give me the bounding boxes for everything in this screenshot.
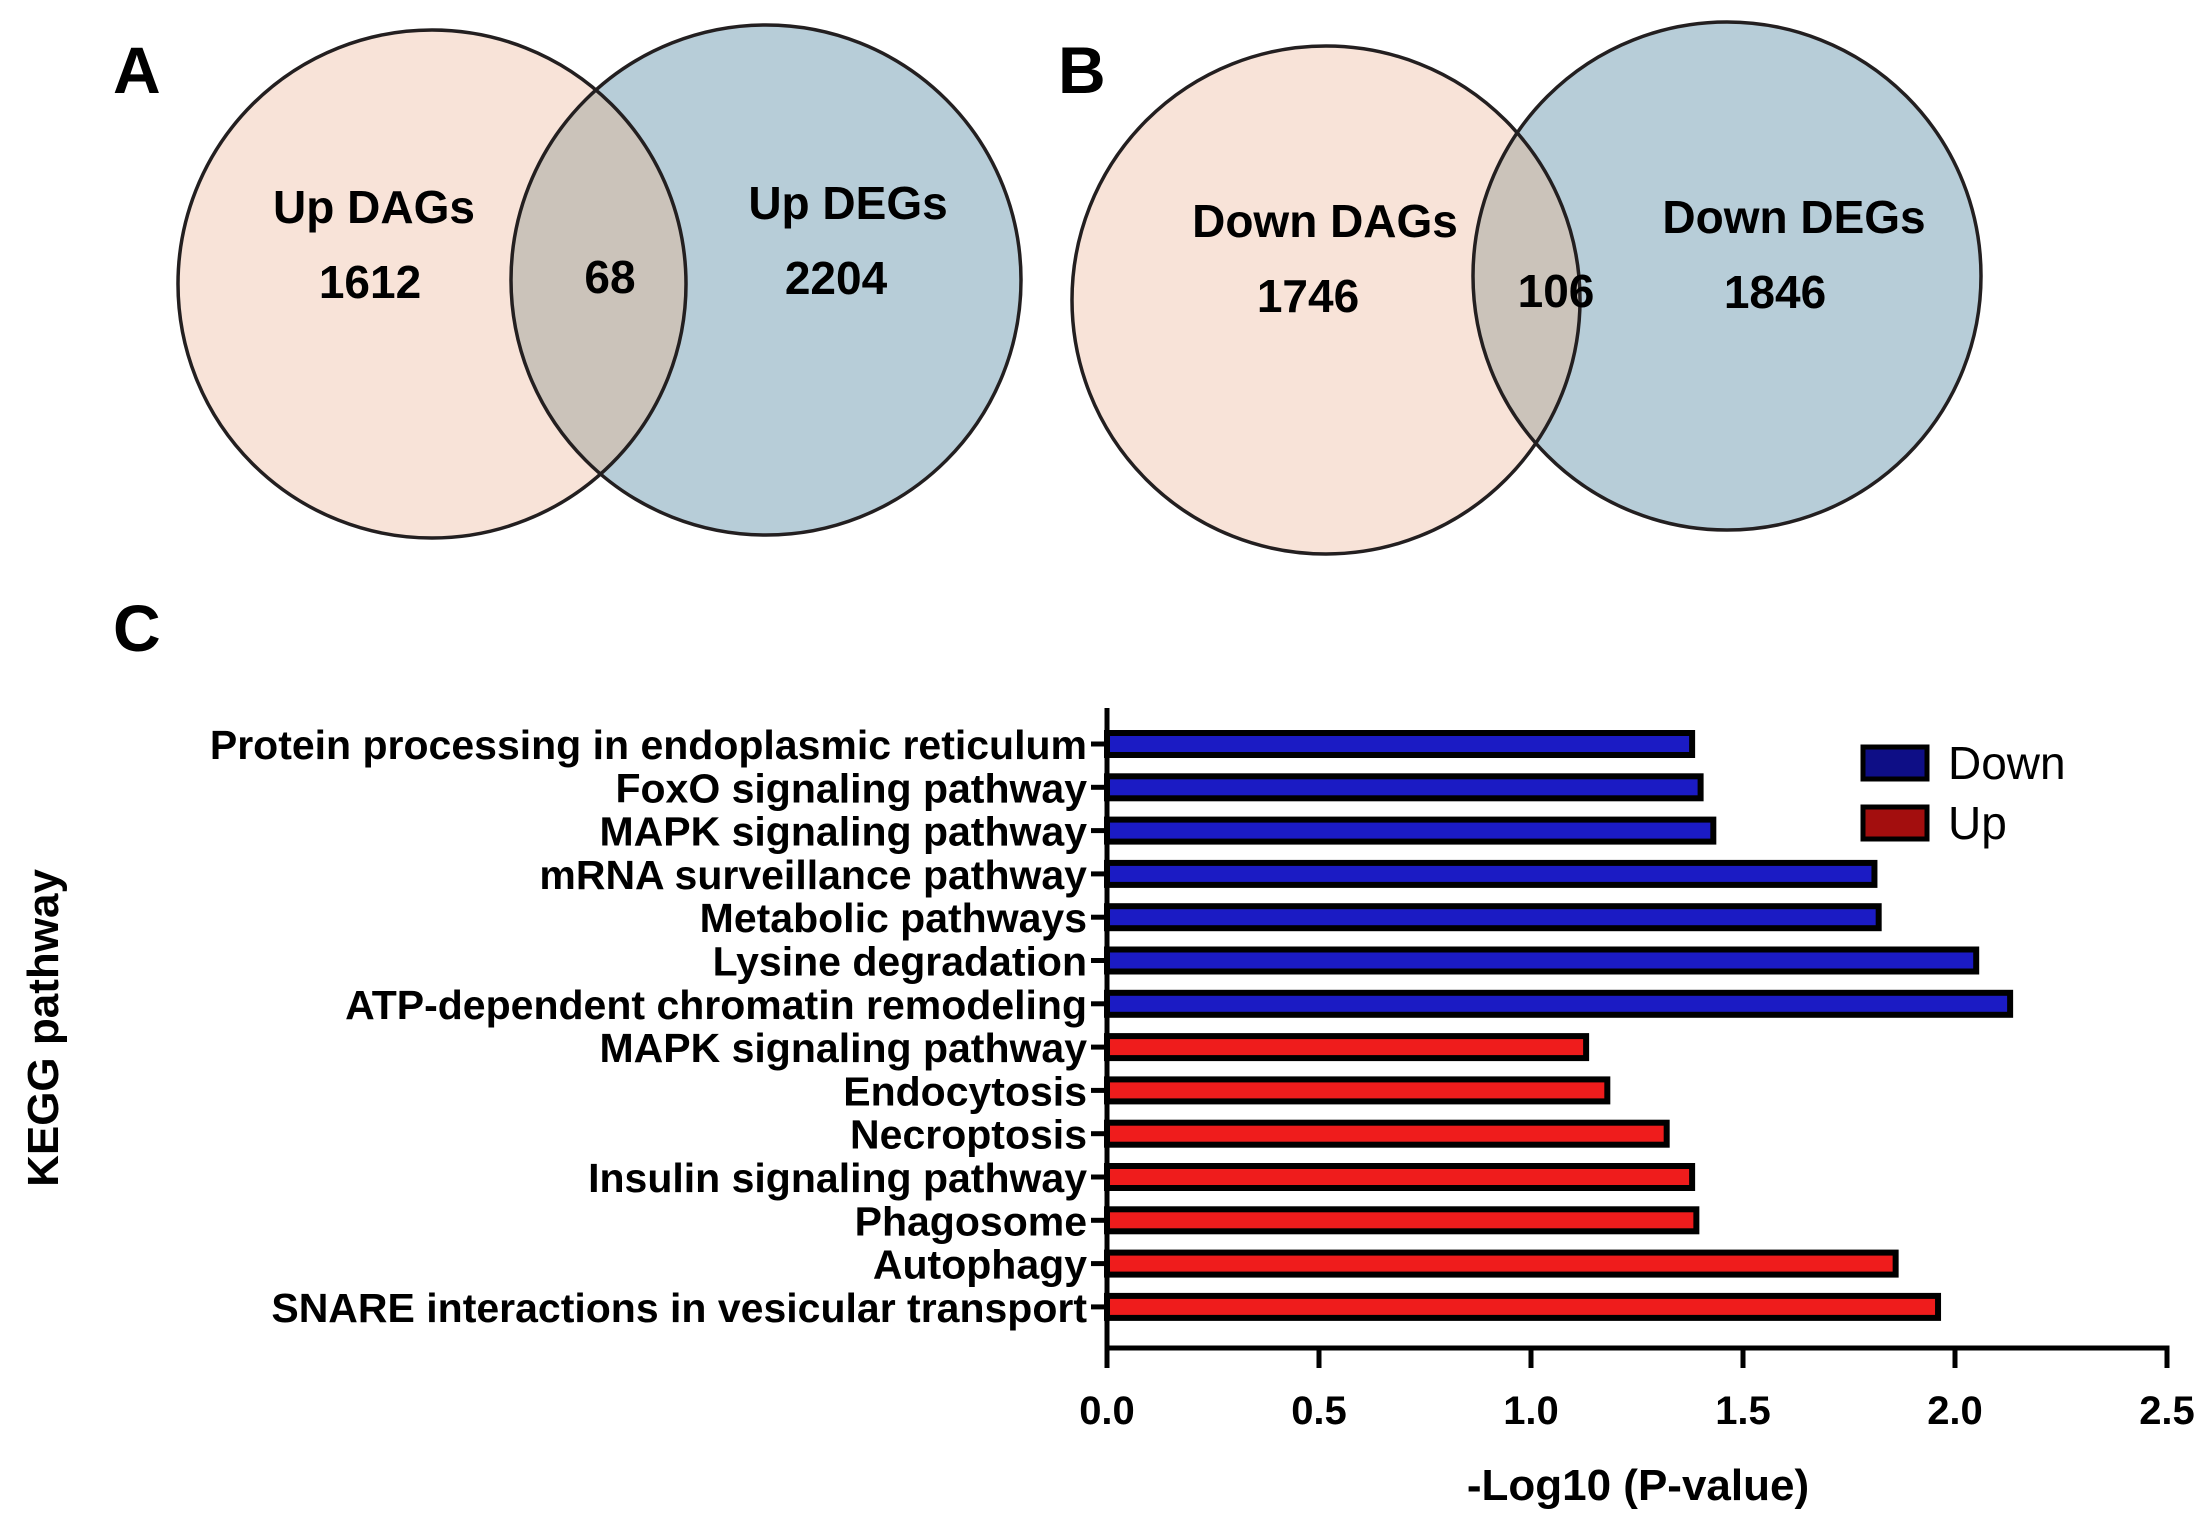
venn-b-left-label: Down DAGs: [1192, 195, 1458, 247]
panel-letter-c: C: [113, 591, 161, 665]
venn-b: Down DAGs 1746 106 Down DEGs 1846: [1070, 20, 1983, 556]
bar: [1104, 1119, 1670, 1148]
y-tick-label: Lysine degradation: [713, 939, 1087, 985]
y-tick-label: ATP-dependent chromatin remodeling: [345, 982, 1087, 1028]
venn-a-right-outline: [509, 23, 1023, 537]
x-tick-label: 2.0: [1927, 1389, 1983, 1433]
venn-b-overlap-count: 106: [1518, 265, 1595, 317]
venn-a: Up DAGs 1612 68 Up DEGs 2204: [176, 23, 1023, 540]
bar: [1104, 1163, 1696, 1191]
venn-a-overlap: [511, 30, 686, 535]
y-tick-label: MAPK signaling pathway: [600, 1025, 1088, 1071]
legend-swatch: [1860, 804, 1930, 842]
y-tick-label: Endocytosis: [843, 1068, 1087, 1114]
bar: [1104, 946, 1980, 975]
x-tick-label: 1.0: [1503, 1389, 1559, 1433]
bar: [1104, 1076, 1611, 1105]
venn-b-right-outline: [1471, 20, 1983, 532]
x-tick-label: 0.0: [1079, 1389, 1135, 1433]
y-tick-label: FoxO signaling pathway: [615, 765, 1087, 811]
venn-b-left-count: 1746: [1257, 270, 1359, 322]
kegg-bar-chart: Protein processing in endoplasmic reticu…: [19, 708, 2195, 1510]
bar: [1104, 903, 1882, 932]
venn-b-right-label: Down DEGs: [1662, 191, 1925, 243]
y-tick-label: Phagosome: [855, 1198, 1087, 1244]
bar: [1104, 1206, 1700, 1235]
venn-b-left-circle: [1072, 46, 1580, 554]
bar: [1104, 1033, 1590, 1062]
bar: [1104, 1292, 1942, 1321]
x-tick-label: 0.5: [1291, 1389, 1347, 1433]
venn-b-right-circle: [1473, 22, 1981, 530]
y-tick-label: Insulin signaling pathway: [588, 1155, 1087, 1201]
venn-a-right-label: Up DEGs: [748, 177, 947, 229]
x-axis-label: -Log10 (P-value): [1467, 1461, 1809, 1510]
y-tick-label: Autophagy: [873, 1242, 1087, 1288]
bar: [1104, 1249, 1899, 1278]
y-tick-label: mRNA surveillance pathway: [539, 852, 1087, 898]
venn-b-right-count: 1846: [1724, 266, 1826, 318]
venn-a-left-count: 1612: [319, 256, 421, 308]
y-tick-label: Necroptosis: [850, 1112, 1087, 1158]
venn-a-left-outline: [176, 28, 688, 540]
legend-label: Down: [1948, 737, 2066, 789]
bar: [1104, 859, 1878, 888]
venn-a-left-label: Up DAGs: [273, 181, 475, 233]
panel-letter-b: B: [1058, 33, 1106, 107]
y-tick-label: SNARE interactions in vesicular transpor…: [271, 1285, 1087, 1331]
bar: [1104, 816, 1717, 845]
bar: [1104, 989, 2014, 1018]
legend-swatch: [1860, 744, 1930, 782]
bar: [1104, 773, 1704, 802]
y-tick-label: MAPK signaling pathway: [600, 809, 1088, 855]
x-tick-label: 2.5: [2139, 1389, 2195, 1433]
y-axis-label: KEGG pathway: [19, 869, 68, 1187]
venn-a-overlap-count: 68: [584, 251, 635, 303]
venn-b-left-outline: [1070, 44, 1582, 556]
y-tick-label: Protein processing in endoplasmic reticu…: [210, 722, 1087, 768]
venn-a-right-count: 2204: [785, 252, 888, 304]
legend-label: Up: [1948, 797, 2007, 849]
x-tick-label: 1.5: [1715, 1389, 1771, 1433]
panel-letter-a: A: [113, 33, 161, 107]
bar: [1104, 730, 1696, 758]
y-tick-label: Metabolic pathways: [700, 895, 1087, 941]
